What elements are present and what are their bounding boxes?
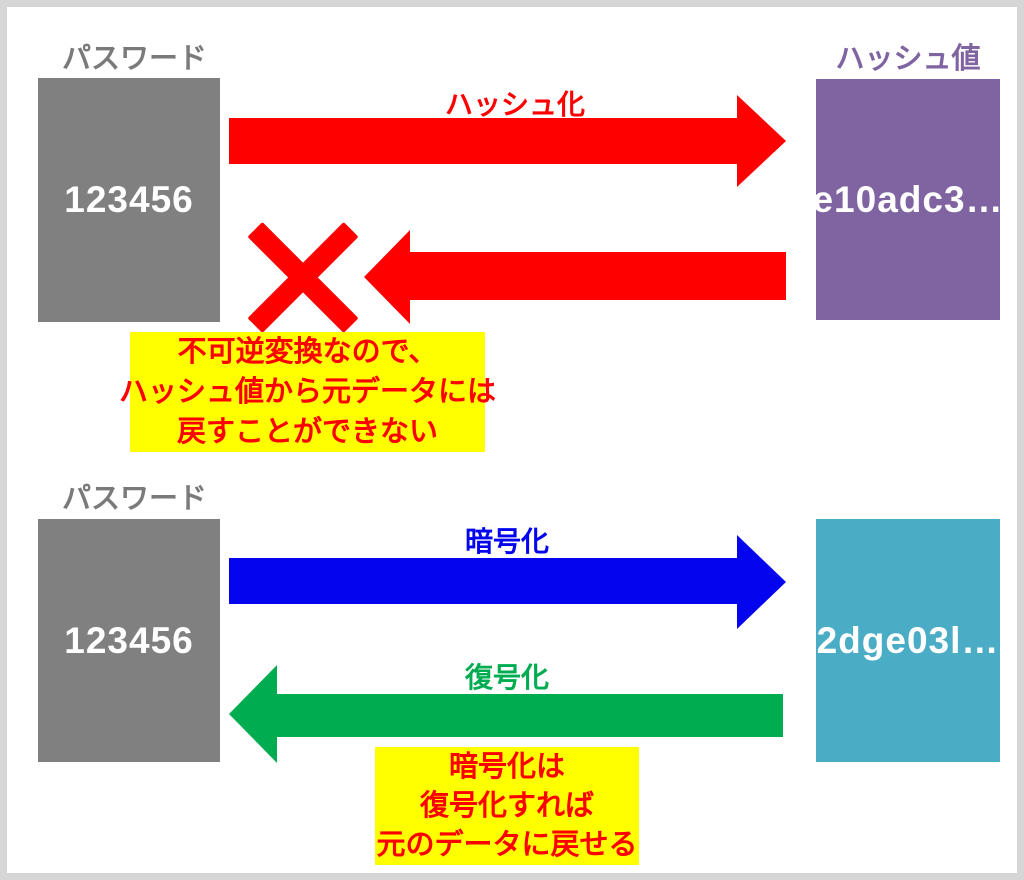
note-line: 暗号化は	[448, 750, 565, 783]
password-box-bottom: 123456	[38, 519, 220, 762]
irreversible-note: 不可逆変換なので、 ハッシュ値から元データには 戻すことができない	[119, 332, 496, 452]
hashing-arrow-label: ハッシュ化	[444, 89, 585, 120]
reverse-arrow-body	[410, 252, 786, 300]
note-line: 不可逆変換なので、	[177, 336, 438, 368]
password-value-top: 123456	[64, 179, 194, 220]
password-value-bottom: 123456	[64, 619, 194, 661]
note-line: ハッシュ値から元データには	[119, 376, 497, 408]
reversible-note: 暗号化は 復号化すれば 元のデータに戻せる	[375, 747, 639, 865]
hash-value-label: ハッシュ値	[835, 43, 981, 75]
cipher-value-text: 2dge03l…	[816, 619, 1000, 661]
hashing-arrow-body	[229, 118, 737, 164]
decrypt-arrow-head-icon	[229, 665, 277, 763]
password-label-top: パスワード	[62, 43, 208, 75]
decrypt-arrow-body	[277, 694, 783, 737]
encrypt-arrow-label: 暗号化	[464, 526, 549, 557]
reverse-arrow-head-icon	[364, 230, 410, 324]
decrypt-arrow-label: 復号化	[464, 662, 549, 693]
hashing-arrow-head-icon	[737, 95, 786, 187]
note-line: 戻すことができない	[176, 416, 438, 448]
password-label-bottom: パスワード	[62, 483, 208, 515]
cipher-value-box: 2dge03l…	[816, 519, 1000, 762]
note-line: 復号化すれば	[419, 789, 594, 822]
password-box-top: 123456	[38, 78, 220, 322]
encrypt-arrow-body	[229, 558, 737, 604]
hash-value-box: e10adc3…	[812, 79, 1003, 320]
hash-value-text: e10adc3…	[812, 178, 1004, 220]
note-line: 元のデータに戻せる	[376, 828, 638, 861]
encrypt-arrow-head-icon	[737, 535, 786, 629]
